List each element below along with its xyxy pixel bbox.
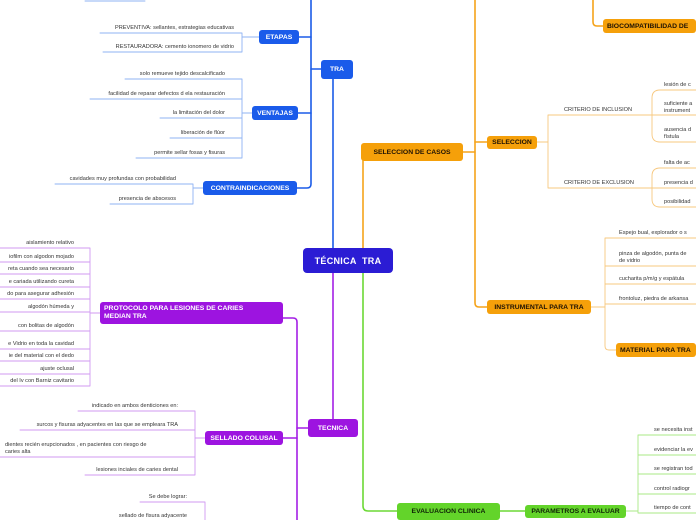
parametros-item[interactable]: evidenciar la ev bbox=[654, 447, 693, 453]
ventajas-item[interactable]: facilidad de reparar defectos d ela rest… bbox=[108, 91, 225, 97]
instrumental-item-line: pinza de algodón, punta de bbox=[619, 251, 687, 257]
sellado-item-line: caries alta bbox=[5, 449, 31, 455]
protocolo-item[interactable]: reta cuando sea necesario bbox=[8, 266, 74, 272]
inclusion-item-line: suficiente a bbox=[664, 101, 693, 107]
connector-tra-trunk bbox=[296, 0, 312, 189]
instrumental-item-line: de vidrio bbox=[619, 258, 641, 264]
connector-center-evaluacion bbox=[362, 272, 398, 512]
protocolo-item[interactable]: e Vidrio en toda la cavidad bbox=[8, 341, 74, 347]
connector-sdc-hub bbox=[462, 0, 476, 153]
connector-tecnica-trunk bbox=[282, 317, 298, 520]
connector-biocompatibilidad bbox=[592, 0, 604, 27]
parametros-item[interactable]: se necesita inst bbox=[654, 427, 693, 433]
sellado-item-line: dientes recién erupcionados , en pacient… bbox=[5, 442, 147, 448]
exclusion-item[interactable]: posibilidad bbox=[664, 199, 691, 205]
connector-sellado-leaves bbox=[0, 410, 206, 476]
protocolo-item[interactable]: ie del material con el dedo bbox=[8, 353, 74, 359]
protocolo-item[interactable]: del Iv con Barniz cavitario bbox=[10, 378, 74, 384]
sellado-item[interactable]: indicado en ambos denticiones en: bbox=[91, 403, 178, 409]
connector-inclusion-leaves bbox=[651, 89, 696, 143]
protocolo-item[interactable]: algodón húmeda y bbox=[27, 304, 74, 310]
instrumental-item[interactable]: cucharita p/m/g y espátula bbox=[619, 276, 685, 282]
connector-contra-leaves bbox=[54, 183, 204, 205]
protocolo-item[interactable]: aislamiento relativo bbox=[26, 240, 74, 246]
instrumental-item[interactable]: Espejo bual, explorador o s bbox=[619, 230, 687, 236]
topic-sellado-colusal[interactable]: SELLADO COLUSAL bbox=[205, 431, 283, 445]
criterio-exclusion[interactable]: CRITERIO DE EXCLUSION bbox=[564, 180, 634, 186]
topic-biocompatibilidad[interactable]: BIOCOMPATIBILIDAD DE bbox=[603, 19, 696, 33]
criterio-inclusion[interactable]: CRITERIO DE INCLUSION bbox=[564, 107, 633, 113]
connector-lograr-leaves bbox=[139, 501, 206, 520]
inclusion-item-line: instrument bbox=[664, 108, 691, 114]
instrumental-item[interactable]: pinza de algodón, punta de de vidrio bbox=[619, 251, 696, 265]
ventajas-item[interactable]: la limitación del dolor bbox=[172, 110, 225, 116]
ventajas-item[interactable]: solo remueve tejido descalcificado bbox=[139, 71, 225, 77]
inclusion-item-line: fístula bbox=[664, 134, 679, 140]
connector-exclusion-leaves bbox=[651, 167, 696, 208]
protocolo-item[interactable]: con bolitas de algodón bbox=[18, 323, 74, 329]
topic-protocolo[interactable]: PROTOCOLO PARA LESIONES DE CARIES MEDIAN… bbox=[100, 302, 283, 324]
inclusion-item[interactable]: ausencia d fístula bbox=[664, 127, 696, 141]
connector-parametros-leaves bbox=[625, 434, 696, 514]
contraindicaciones-item[interactable]: presencia de abscesos bbox=[118, 196, 176, 202]
protocolo-item[interactable]: ajuste oclusal bbox=[40, 366, 74, 372]
lograr-item[interactable]: sellado de fisura adyacente bbox=[118, 513, 187, 519]
central-topic[interactable]: TÉCNICA TRA bbox=[303, 248, 393, 273]
connector-etapas-leaves bbox=[99, 32, 260, 53]
topic-material-para-tra[interactable]: MATERIAL PARA TRA bbox=[616, 343, 696, 357]
topic-evaluacion-clinica[interactable]: EVALUACION CLINICA bbox=[397, 503, 500, 520]
protocolo-title-line: PROTOCOLO PARA LESIONES DE CARIES bbox=[104, 305, 244, 312]
protocolo-item[interactable]: e cariada utilizando cureta bbox=[8, 279, 74, 285]
connector-seleccion-criterios bbox=[536, 114, 696, 189]
protocolo-item[interactable]: iofilm con algodon mojado bbox=[9, 254, 74, 260]
inclusion-item[interactable]: lesión de c bbox=[664, 82, 691, 88]
instrumental-item[interactable]: frontoluz, piedra de arkansa bbox=[619, 296, 689, 302]
etapas-item[interactable]: RESTAURADORA: cemento ionomero de vidrio bbox=[115, 44, 234, 50]
topic-instrumental[interactable]: INSTRUMENTAL PARA TRA bbox=[487, 300, 591, 314]
parametros-item[interactable]: se registran tod bbox=[654, 466, 693, 472]
connector-protocolo-leaves bbox=[0, 247, 101, 387]
contraindicaciones-item[interactable]: cavidades muy profundas con probabilidad bbox=[69, 176, 176, 182]
topic-parametros-a-evaluar[interactable]: PARAMETROS A EVALUAR bbox=[525, 505, 626, 518]
exclusion-item[interactable]: falta de ac bbox=[664, 160, 690, 166]
protocolo-item[interactable]: do para asegurar adhesión bbox=[7, 291, 74, 297]
topic-seleccion-de-casos[interactable]: SELECCION DE CASOS bbox=[361, 143, 463, 161]
lograr-item[interactable]: Se debe lograr: bbox=[148, 494, 187, 500]
topic-contraindicaciones[interactable]: CONTRAINDICACIONES bbox=[203, 181, 297, 195]
connector-ventajas-leaves bbox=[89, 78, 253, 159]
etapas-item[interactable]: PREVENTIVA: sellantes, estrategias educa… bbox=[115, 25, 234, 31]
connector-instrumental-leaves bbox=[590, 237, 696, 351]
parametros-item[interactable]: tiempo de cont bbox=[654, 505, 691, 511]
topic-seleccion[interactable]: SELECCION bbox=[487, 136, 537, 149]
topic-tecnica[interactable]: TECNICA bbox=[308, 419, 358, 437]
topic-ventajas[interactable]: VENTAJAS bbox=[252, 106, 298, 120]
topic-tra[interactable]: TRA bbox=[321, 60, 353, 79]
topic-etapas[interactable]: ETAPAS bbox=[259, 30, 299, 44]
exclusion-item[interactable]: presencia d bbox=[664, 180, 693, 186]
sellado-item[interactable]: lesiones inciales de caries dental bbox=[96, 467, 178, 473]
sellado-item[interactable]: surcos y fisuras adyacentes en las que s… bbox=[36, 422, 178, 428]
inclusion-item[interactable]: suficiente a instrument bbox=[664, 101, 696, 115]
ventajas-item[interactable]: liberación de flúor bbox=[180, 130, 225, 136]
ventajas-item[interactable]: permite sellar fosas y fisuras bbox=[154, 150, 225, 156]
protocolo-title-line: MEDIAN TRA bbox=[104, 313, 147, 320]
inclusion-item-line: ausencia d bbox=[664, 127, 692, 133]
parametros-item[interactable]: control radiogr bbox=[654, 486, 690, 492]
sellado-item[interactable]: dientes recién erupcionados , en pacient… bbox=[5, 442, 147, 456]
connector-sdc-instrumental bbox=[474, 151, 488, 308]
